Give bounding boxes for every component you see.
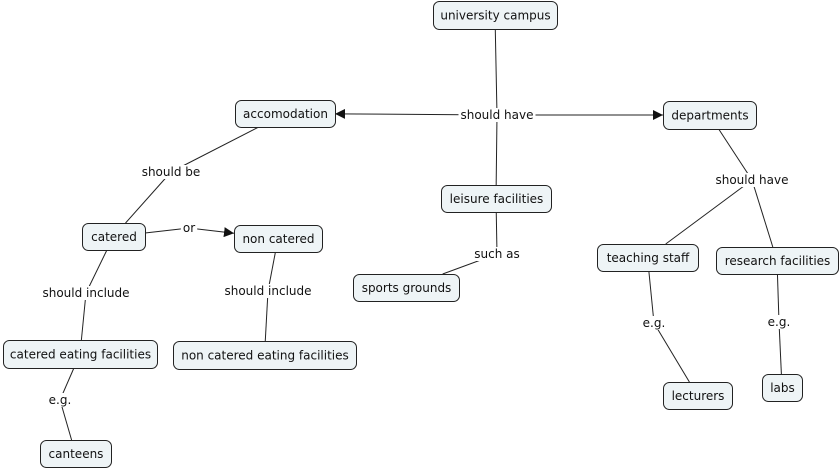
link-line (170, 126, 259, 173)
concept-canteens[interactable]: canteens (40, 440, 112, 468)
linking-phrase[interactable]: e.g. (46, 393, 74, 407)
link-line (495, 114, 498, 186)
linking-phrase[interactable]: should be (139, 165, 203, 179)
link-line (648, 270, 655, 324)
link-line (778, 321, 782, 375)
link-line (718, 128, 753, 181)
linking-phrase[interactable]: such as (472, 247, 522, 261)
concept-label: catered eating facilities (10, 348, 151, 362)
concept-lecturers[interactable]: lecturers (663, 382, 733, 410)
concept-label: non catered (242, 232, 314, 246)
linking-phrase-label: or (183, 221, 195, 235)
linking-phrase[interactable]: should include (222, 284, 314, 298)
concept-label: catered (91, 230, 137, 244)
linking-phrase-label: should include (224, 284, 311, 298)
concept-sports[interactable]: sports grounds (353, 274, 460, 302)
linking-phrase[interactable]: should have (458, 108, 536, 122)
link-line (494, 28, 498, 116)
link-line (85, 249, 108, 294)
concept-catered[interactable]: catered (82, 223, 146, 251)
link-line (80, 292, 87, 341)
link-line (751, 179, 774, 248)
concept-label: research facilities (725, 254, 831, 268)
concept-catEat[interactable]: catered eating facilities (3, 340, 158, 369)
concept-label: university campus (440, 9, 550, 23)
concept-depts[interactable]: departments (663, 101, 757, 130)
concept-label: lecturers (672, 389, 725, 403)
concept-label: non catered eating facilities (181, 349, 349, 363)
linking-phrase[interactable]: e.g. (765, 315, 793, 329)
linking-phrase-label: should include (42, 286, 129, 300)
concept-label: canteens (49, 447, 104, 461)
link-line (125, 171, 172, 224)
concept-label: teaching staff (607, 251, 690, 265)
concept-accom[interactable]: accomodation (235, 100, 336, 128)
concept-label: departments (671, 109, 748, 123)
linking-phrase[interactable]: e.g. (640, 316, 668, 330)
concept-label: leisure facilities (450, 192, 544, 206)
concept-teaching[interactable]: teaching staff (597, 244, 699, 272)
link-line (776, 273, 780, 323)
linking-phrase-label: e.g. (643, 316, 666, 330)
linking-phrase[interactable]: should have (713, 173, 791, 187)
concept-campus[interactable]: university campus (433, 1, 558, 30)
concept-noncatEat[interactable]: non catered eating facilities (173, 341, 357, 370)
linking-phrase-label: should be (142, 165, 201, 179)
link-line (653, 322, 690, 383)
link-line (665, 179, 753, 245)
concept-leisure[interactable]: leisure facilities (441, 185, 552, 213)
link-line (264, 290, 269, 342)
linking-phrase-label: should have (460, 108, 533, 122)
linking-phrase-label: e.g. (768, 315, 791, 329)
concept-label: sports grounds (362, 281, 452, 295)
linking-phrase[interactable]: should include (40, 286, 132, 300)
linking-phrase-label: e.g. (49, 393, 72, 407)
concept-research[interactable]: research facilities (716, 247, 839, 275)
linking-phrase-label: such as (474, 247, 519, 261)
concept-labs[interactable]: labs (762, 374, 803, 402)
concept-noncat[interactable]: non catered (234, 225, 323, 253)
linking-phrase-label: should have (715, 173, 788, 187)
linking-phrase[interactable]: or (180, 221, 198, 235)
concept-label: accomodation (243, 107, 328, 121)
concept-label: labs (770, 381, 795, 395)
